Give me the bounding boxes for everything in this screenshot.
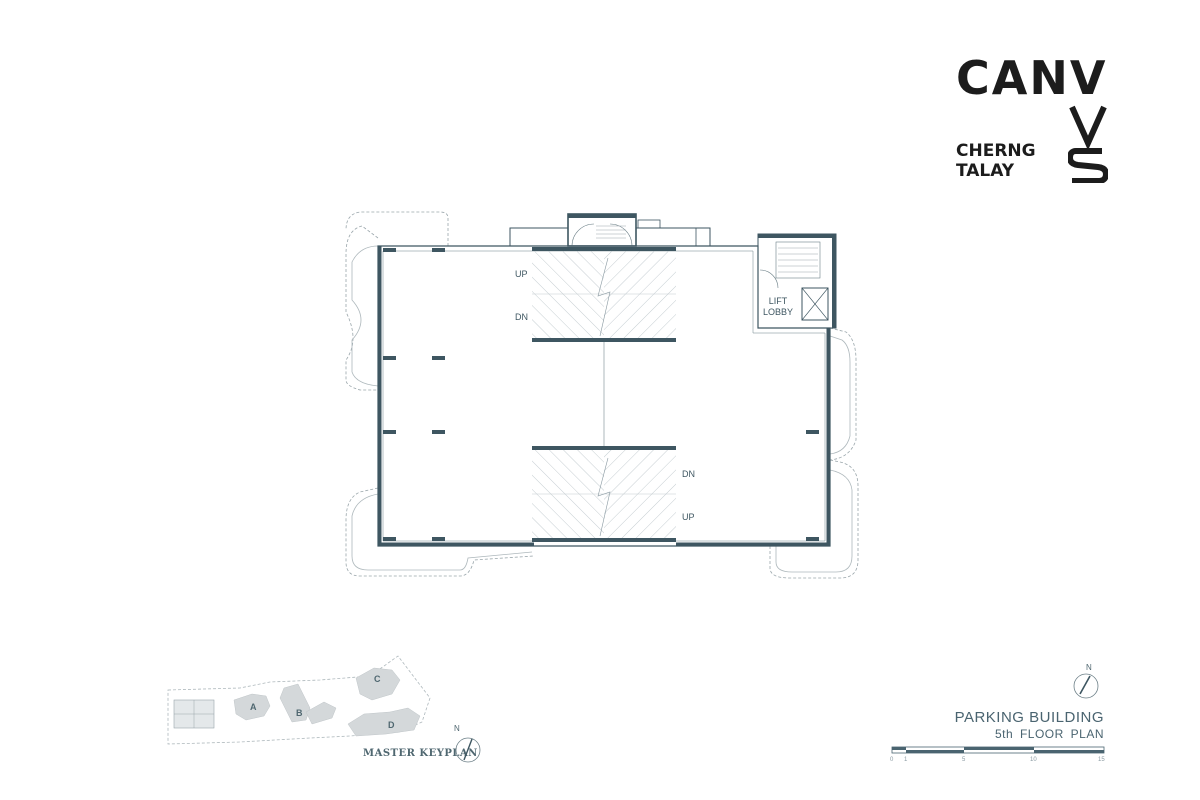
keyplan-label-b: B — [296, 708, 303, 718]
top-service-block — [509, 213, 711, 247]
keyplan-block-c — [355, 667, 401, 701]
plan-north-label: N — [1086, 663, 1092, 672]
keyplan-block-b — [279, 683, 311, 723]
scale-tick-10: 10 — [1030, 757, 1037, 763]
keyplan-label-c: C — [374, 674, 381, 684]
ramp-bottom-dn-label: DN — [682, 469, 695, 479]
logo-vertical-letters — [1068, 105, 1108, 183]
ramp-top-dn-label: DN — [515, 312, 528, 322]
north-arrow-icon: N — [1073, 663, 1099, 699]
ramp-bottom — [532, 446, 676, 542]
keyplan-label-d: D — [388, 720, 395, 730]
lift-lobby-label: LIFT LOBBY — [762, 296, 793, 317]
keyplan-block-b2 — [305, 701, 337, 725]
scale-tick-0: 0 — [890, 757, 894, 763]
ramp-top-up-label: UP — [515, 269, 528, 279]
building-perimeter — [377, 245, 831, 547]
keyplan-north-label: N — [454, 724, 460, 733]
keyplan-title: MASTER KEYPLAN — [363, 748, 478, 759]
logo-wordmark: CANV — [956, 51, 1108, 105]
keyplan-parking-building — [173, 699, 215, 729]
landscape-inner-edge — [351, 245, 853, 573]
keyplan-block-d — [347, 707, 421, 737]
drawing-title-block: PARKING BUILDING 5th FLOOR PLAN — [955, 709, 1104, 741]
scale-tick-5: 5 — [962, 757, 966, 763]
landscape-outline — [345, 211, 859, 579]
scale-bar: 0 1 5 10 15 — [890, 746, 1105, 763]
brand-logo: CANV CHERNG TALAY — [950, 55, 1110, 185]
logo-subtitle-line1: CHERNG — [956, 141, 1036, 161]
keyplan-label-a: A — [250, 702, 257, 712]
lift-stair-core — [757, 233, 837, 329]
ramp-top — [532, 247, 676, 342]
keyplan-block-a — [233, 693, 271, 721]
scale-tick-1: 1 — [904, 757, 908, 763]
north-arrow-icon: N — [454, 724, 481, 763]
master-keyplan: A B C D — [167, 655, 431, 745]
logo-subtitle-line2: TALAY — [956, 161, 1015, 181]
ramp-bottom-up-label: UP — [682, 512, 695, 522]
drawing-subtitle: 5th FLOOR PLAN — [994, 727, 1104, 741]
drawing-title: PARKING BUILDING — [954, 709, 1104, 726]
scale-tick-15: 15 — [1098, 757, 1105, 763]
structural-columns — [383, 248, 819, 541]
